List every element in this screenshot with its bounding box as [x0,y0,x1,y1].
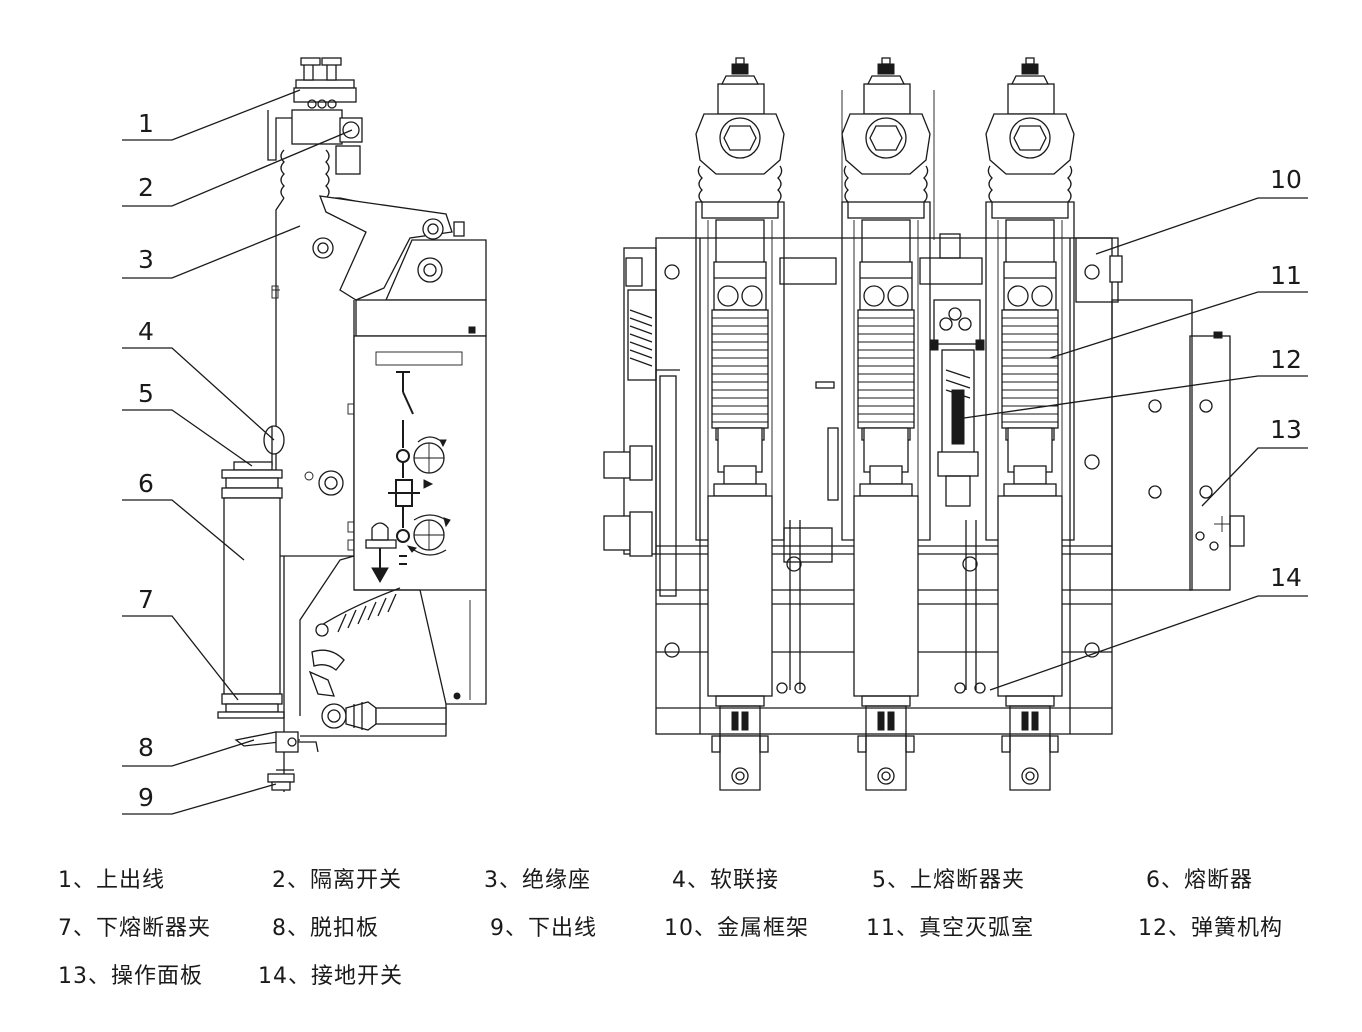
callout-12: 12 [1270,345,1302,374]
callout-labels: 1 2 3 4 5 6 7 8 9 10 11 12 13 14 [138,109,1302,812]
phase-a [695,57,785,791]
callout-13: 13 [1270,415,1302,444]
callout-3: 3 [138,245,154,274]
callout-2: 2 [138,173,154,202]
side-view [217,57,487,792]
soft-connection [263,425,285,466]
isolating-switch [267,109,363,175]
callout-8: 8 [138,733,154,762]
vacuum-interrupter [929,299,985,507]
callout-9: 9 [138,783,154,812]
grounding-switch [776,520,986,694]
phase-c [985,57,1075,791]
callout-14: 14 [1270,563,1302,592]
lower-mechanism [283,555,487,741]
callout-11: 11 [1270,261,1302,290]
callout-6: 6 [138,469,154,498]
trip-plate [234,731,319,753]
phase-b [841,57,931,791]
callout-5: 5 [138,379,154,408]
operating-panel-side [347,299,487,591]
callout-4: 4 [138,317,154,346]
callout-1: 1 [138,109,154,138]
spring-mechanism [603,255,1123,658]
fuse [217,461,285,719]
upper-terminal [293,57,357,109]
callout-10: 10 [1270,165,1302,194]
operating-panel-front [1148,331,1245,591]
lower-outlet [267,752,295,792]
insulating-seat [271,149,487,557]
callout-leaders [122,89,1308,815]
callout-7: 7 [138,585,154,614]
front-view [603,57,1245,791]
